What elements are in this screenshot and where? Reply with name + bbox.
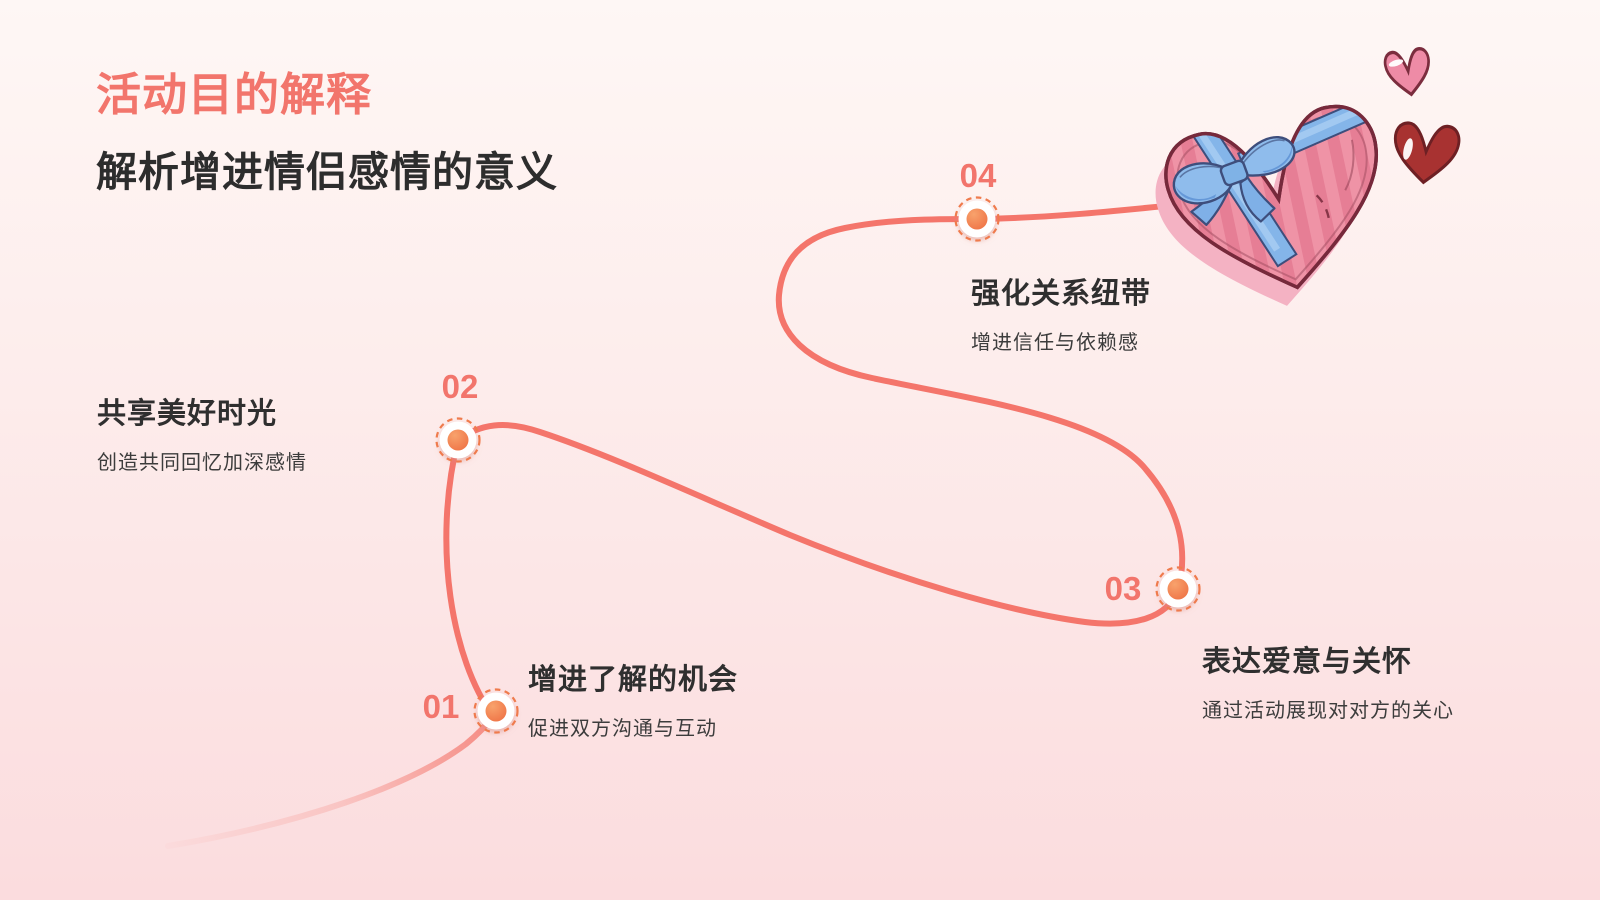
step-desc: 创造共同回忆加深感情 (97, 452, 307, 474)
small-pink-heart-icon (1382, 45, 1435, 100)
step-title: 增进了解的机会 (528, 664, 739, 696)
timeline-path (165, 201, 1188, 849)
step-item-03: 表达爱意与关怀 通过活动展现对对方的关心 (1202, 646, 1454, 722)
step-number-04: 04 (959, 157, 997, 194)
page-subtitle: 解析增进情侣感情的意义 (96, 149, 558, 195)
step-number-02: 02 (441, 368, 479, 405)
path-curve (443, 201, 1188, 719)
ribbon-bow (1172, 136, 1296, 226)
step-desc: 促进双方沟通与互动 (528, 718, 717, 740)
heart-gift-box-illustration (1147, 97, 1404, 328)
step-title: 共享美好时光 (97, 398, 278, 430)
step-number-03: 03 (1104, 570, 1142, 607)
timeline-node-03 (1155, 566, 1201, 612)
step-item-02: 共享美好时光 创造共同回忆加深感情 (97, 398, 307, 474)
step-title: 强化关系纽带 (971, 278, 1152, 310)
red-heart-icon (1390, 120, 1462, 187)
timeline-node-04 (954, 196, 1000, 242)
path-fading-tail (165, 713, 496, 849)
step-number-01: 01 (422, 688, 460, 725)
timeline-node-02 (435, 417, 481, 463)
step-item-04: 强化关系纽带 增进信任与依赖感 (971, 278, 1151, 354)
step-desc: 增进信任与依赖感 (971, 332, 1139, 354)
step-title: 表达爱意与关怀 (1202, 646, 1413, 678)
page-title: 活动目的解释 (96, 69, 373, 120)
step-item-01: 增进了解的机会 促进双方沟通与互动 (528, 664, 738, 740)
lid-dashed-seam (1315, 194, 1331, 222)
step-desc: 通过活动展现对对方的关心 (1202, 700, 1454, 722)
timeline-node-01 (473, 688, 519, 734)
